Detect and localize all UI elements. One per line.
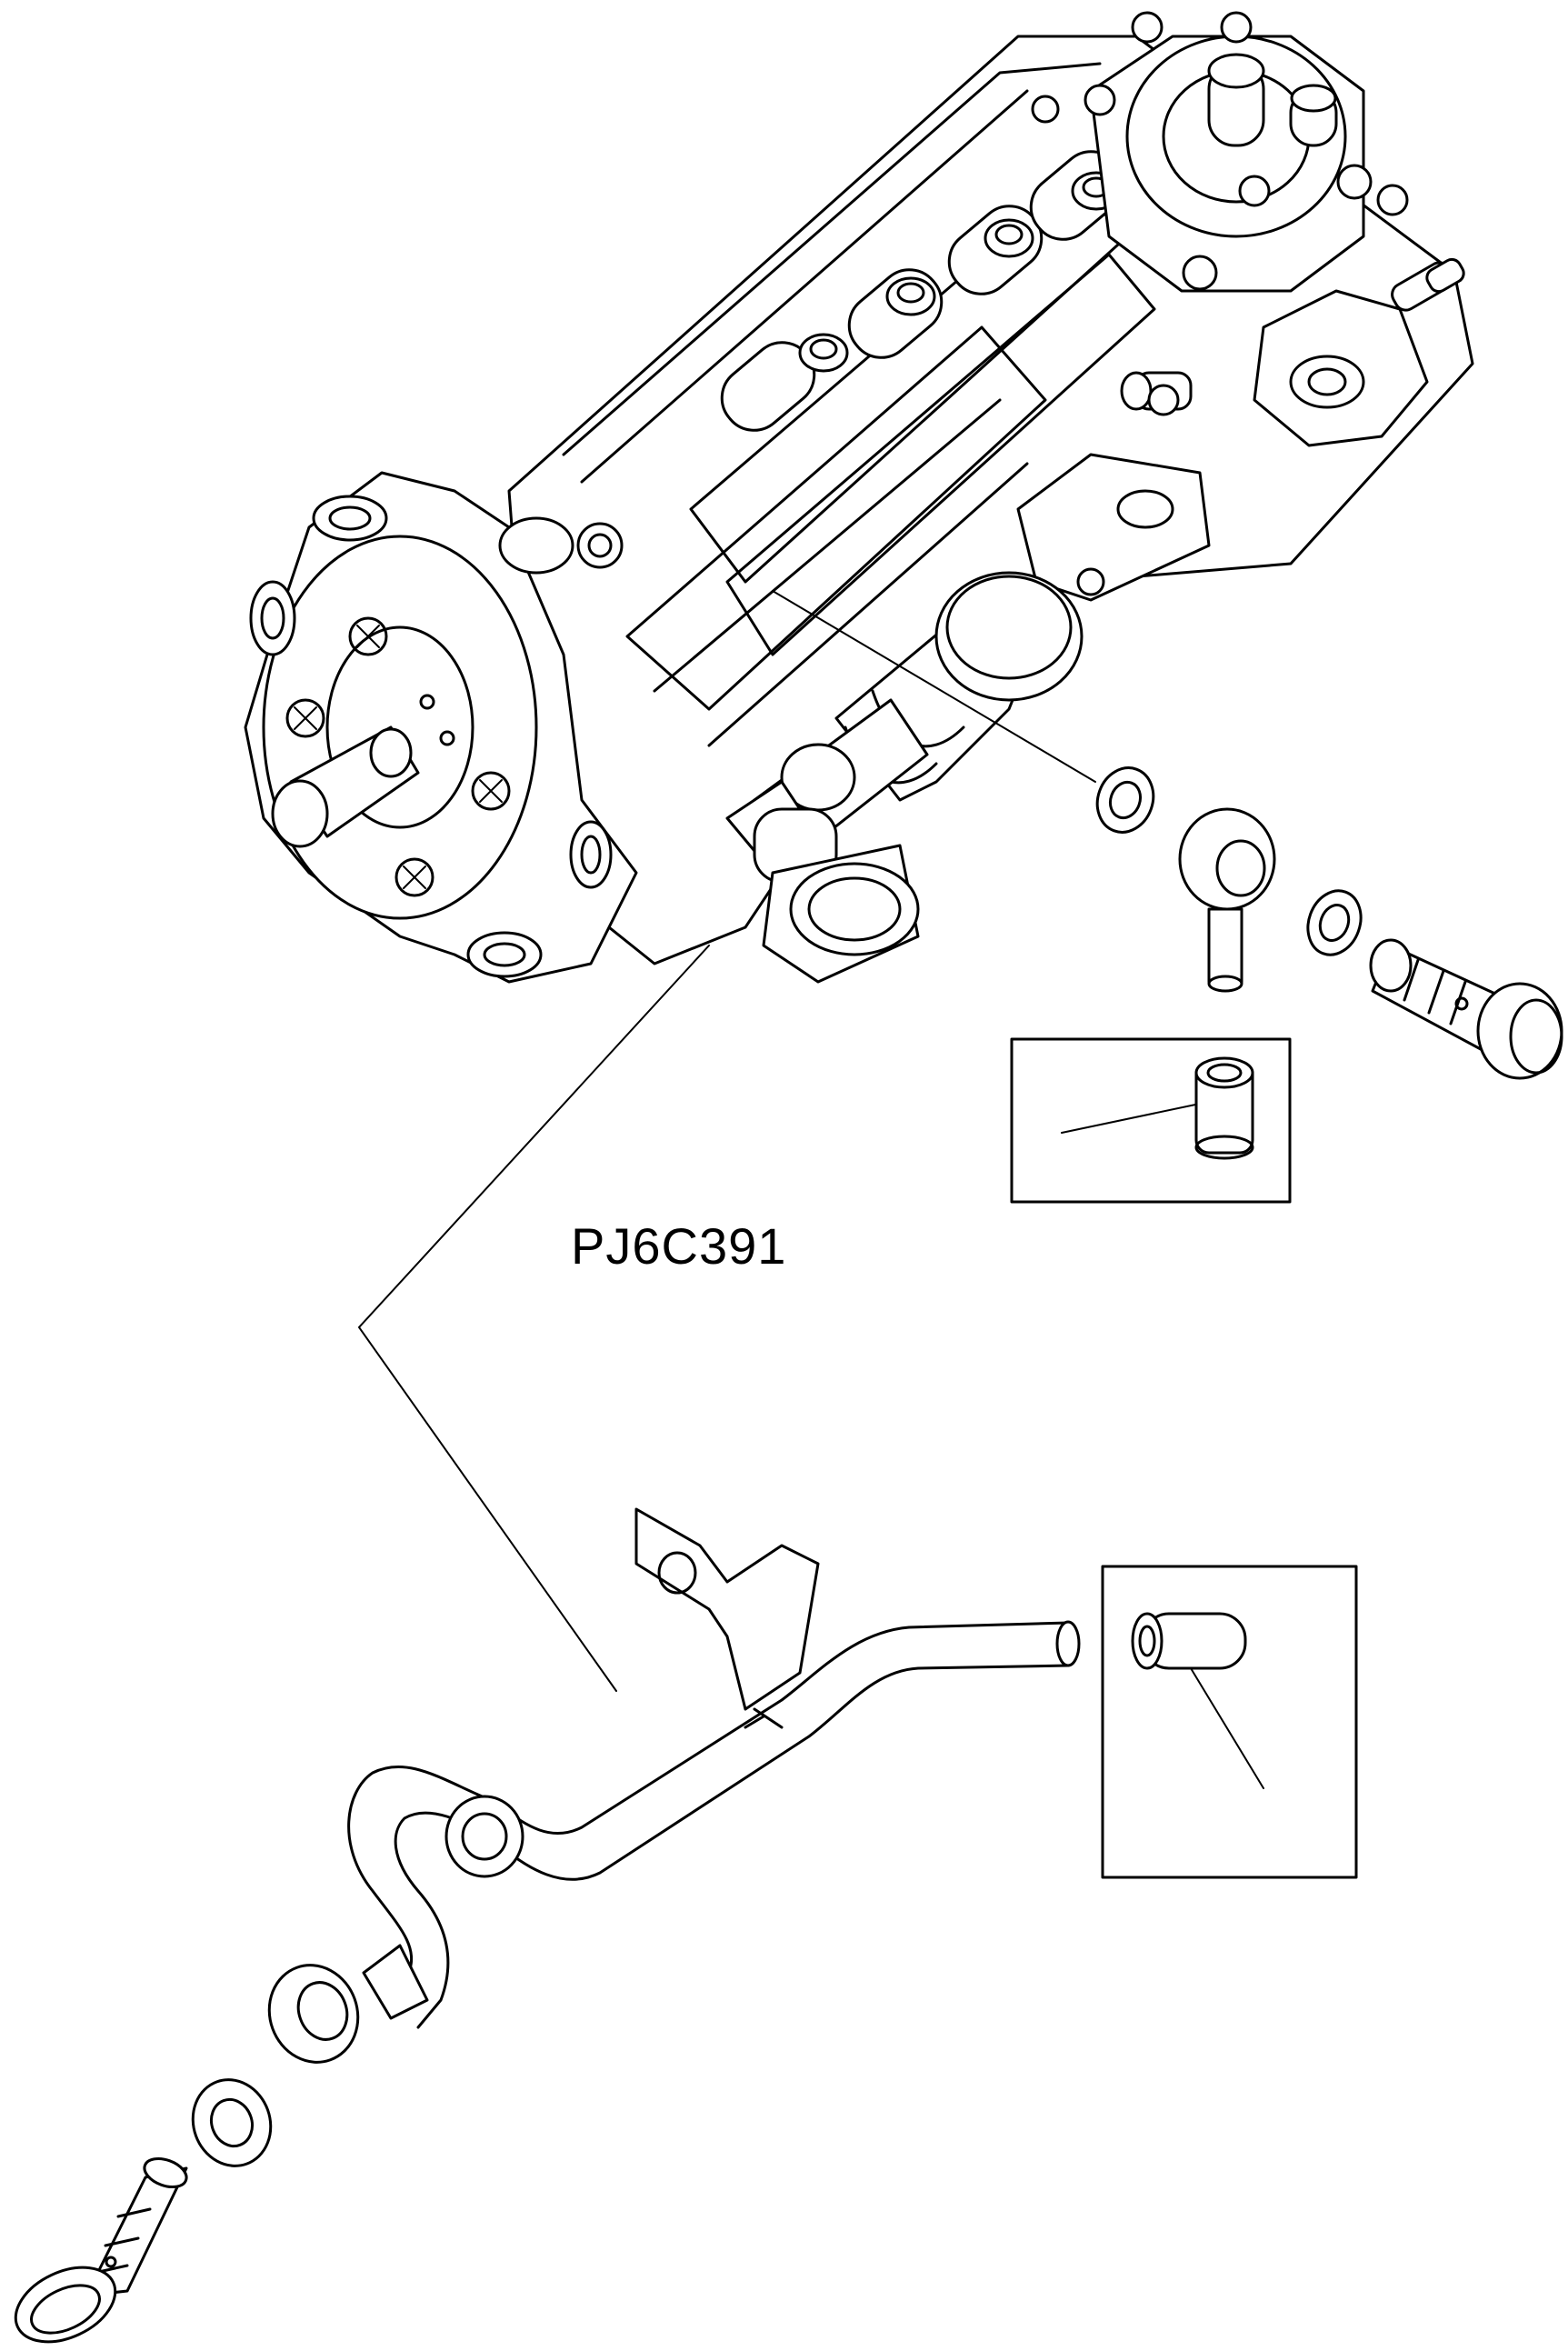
banjo-fitting[interactable] (1178, 807, 1276, 993)
boss-left (498, 516, 574, 575)
drive-flange (244, 471, 638, 984)
leader-upper (772, 590, 1096, 783)
side-fittings (1016, 257, 1465, 602)
return-pipe[interactable] (347, 1507, 1081, 2029)
banjo-bolt-upper[interactable] (1369, 938, 1563, 1080)
washer-upper[interactable] (1088, 760, 1162, 840)
leader-lower (357, 945, 710, 1692)
governor-housing (1031, 11, 1409, 293)
boss-bolt (576, 522, 624, 569)
banjo-bolt-lower[interactable] (4, 2154, 190, 2351)
feed-pump (725, 571, 1084, 984)
figure-code: PJ6C391 (571, 1217, 787, 1275)
inset-cap-upper[interactable] (1010, 1037, 1292, 1204)
washer-upper-2[interactable] (1299, 884, 1369, 963)
banjo-fitting-lower[interactable] (255, 1944, 429, 2075)
inset-cap-lower[interactable] (1101, 1565, 1358, 1879)
injection-pump[interactable] (244, 11, 1474, 984)
washer-lower[interactable] (181, 2069, 283, 2177)
